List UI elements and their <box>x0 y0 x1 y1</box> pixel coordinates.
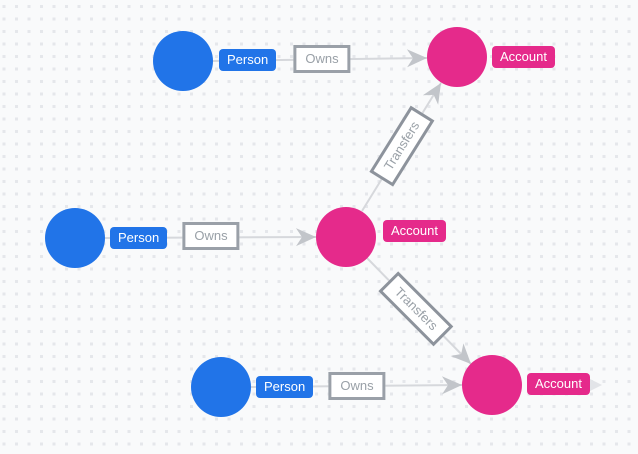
node-label-account-1[interactable]: Account <box>492 46 555 68</box>
edge-label-owns-top[interactable]: Owns <box>293 45 351 73</box>
node-label-person-1[interactable]: Person <box>219 49 277 71</box>
node-label-account-3[interactable]: Account <box>527 373 590 395</box>
node-label-person-3[interactable]: Person <box>256 376 314 398</box>
node-person-3[interactable] <box>191 357 251 417</box>
node-account-1[interactable] <box>427 27 487 87</box>
node-label-person-2[interactable]: Person <box>110 227 168 249</box>
node-label-account-2[interactable]: Account <box>383 220 446 242</box>
node-person-2[interactable] <box>45 208 105 268</box>
node-account-3[interactable] <box>462 355 522 415</box>
node-account-2[interactable] <box>316 207 376 267</box>
edge-label-owns-bottom[interactable]: Owns <box>328 372 386 400</box>
node-person-1[interactable] <box>153 31 213 91</box>
edge-label-owns-middle[interactable]: Owns <box>182 222 240 250</box>
